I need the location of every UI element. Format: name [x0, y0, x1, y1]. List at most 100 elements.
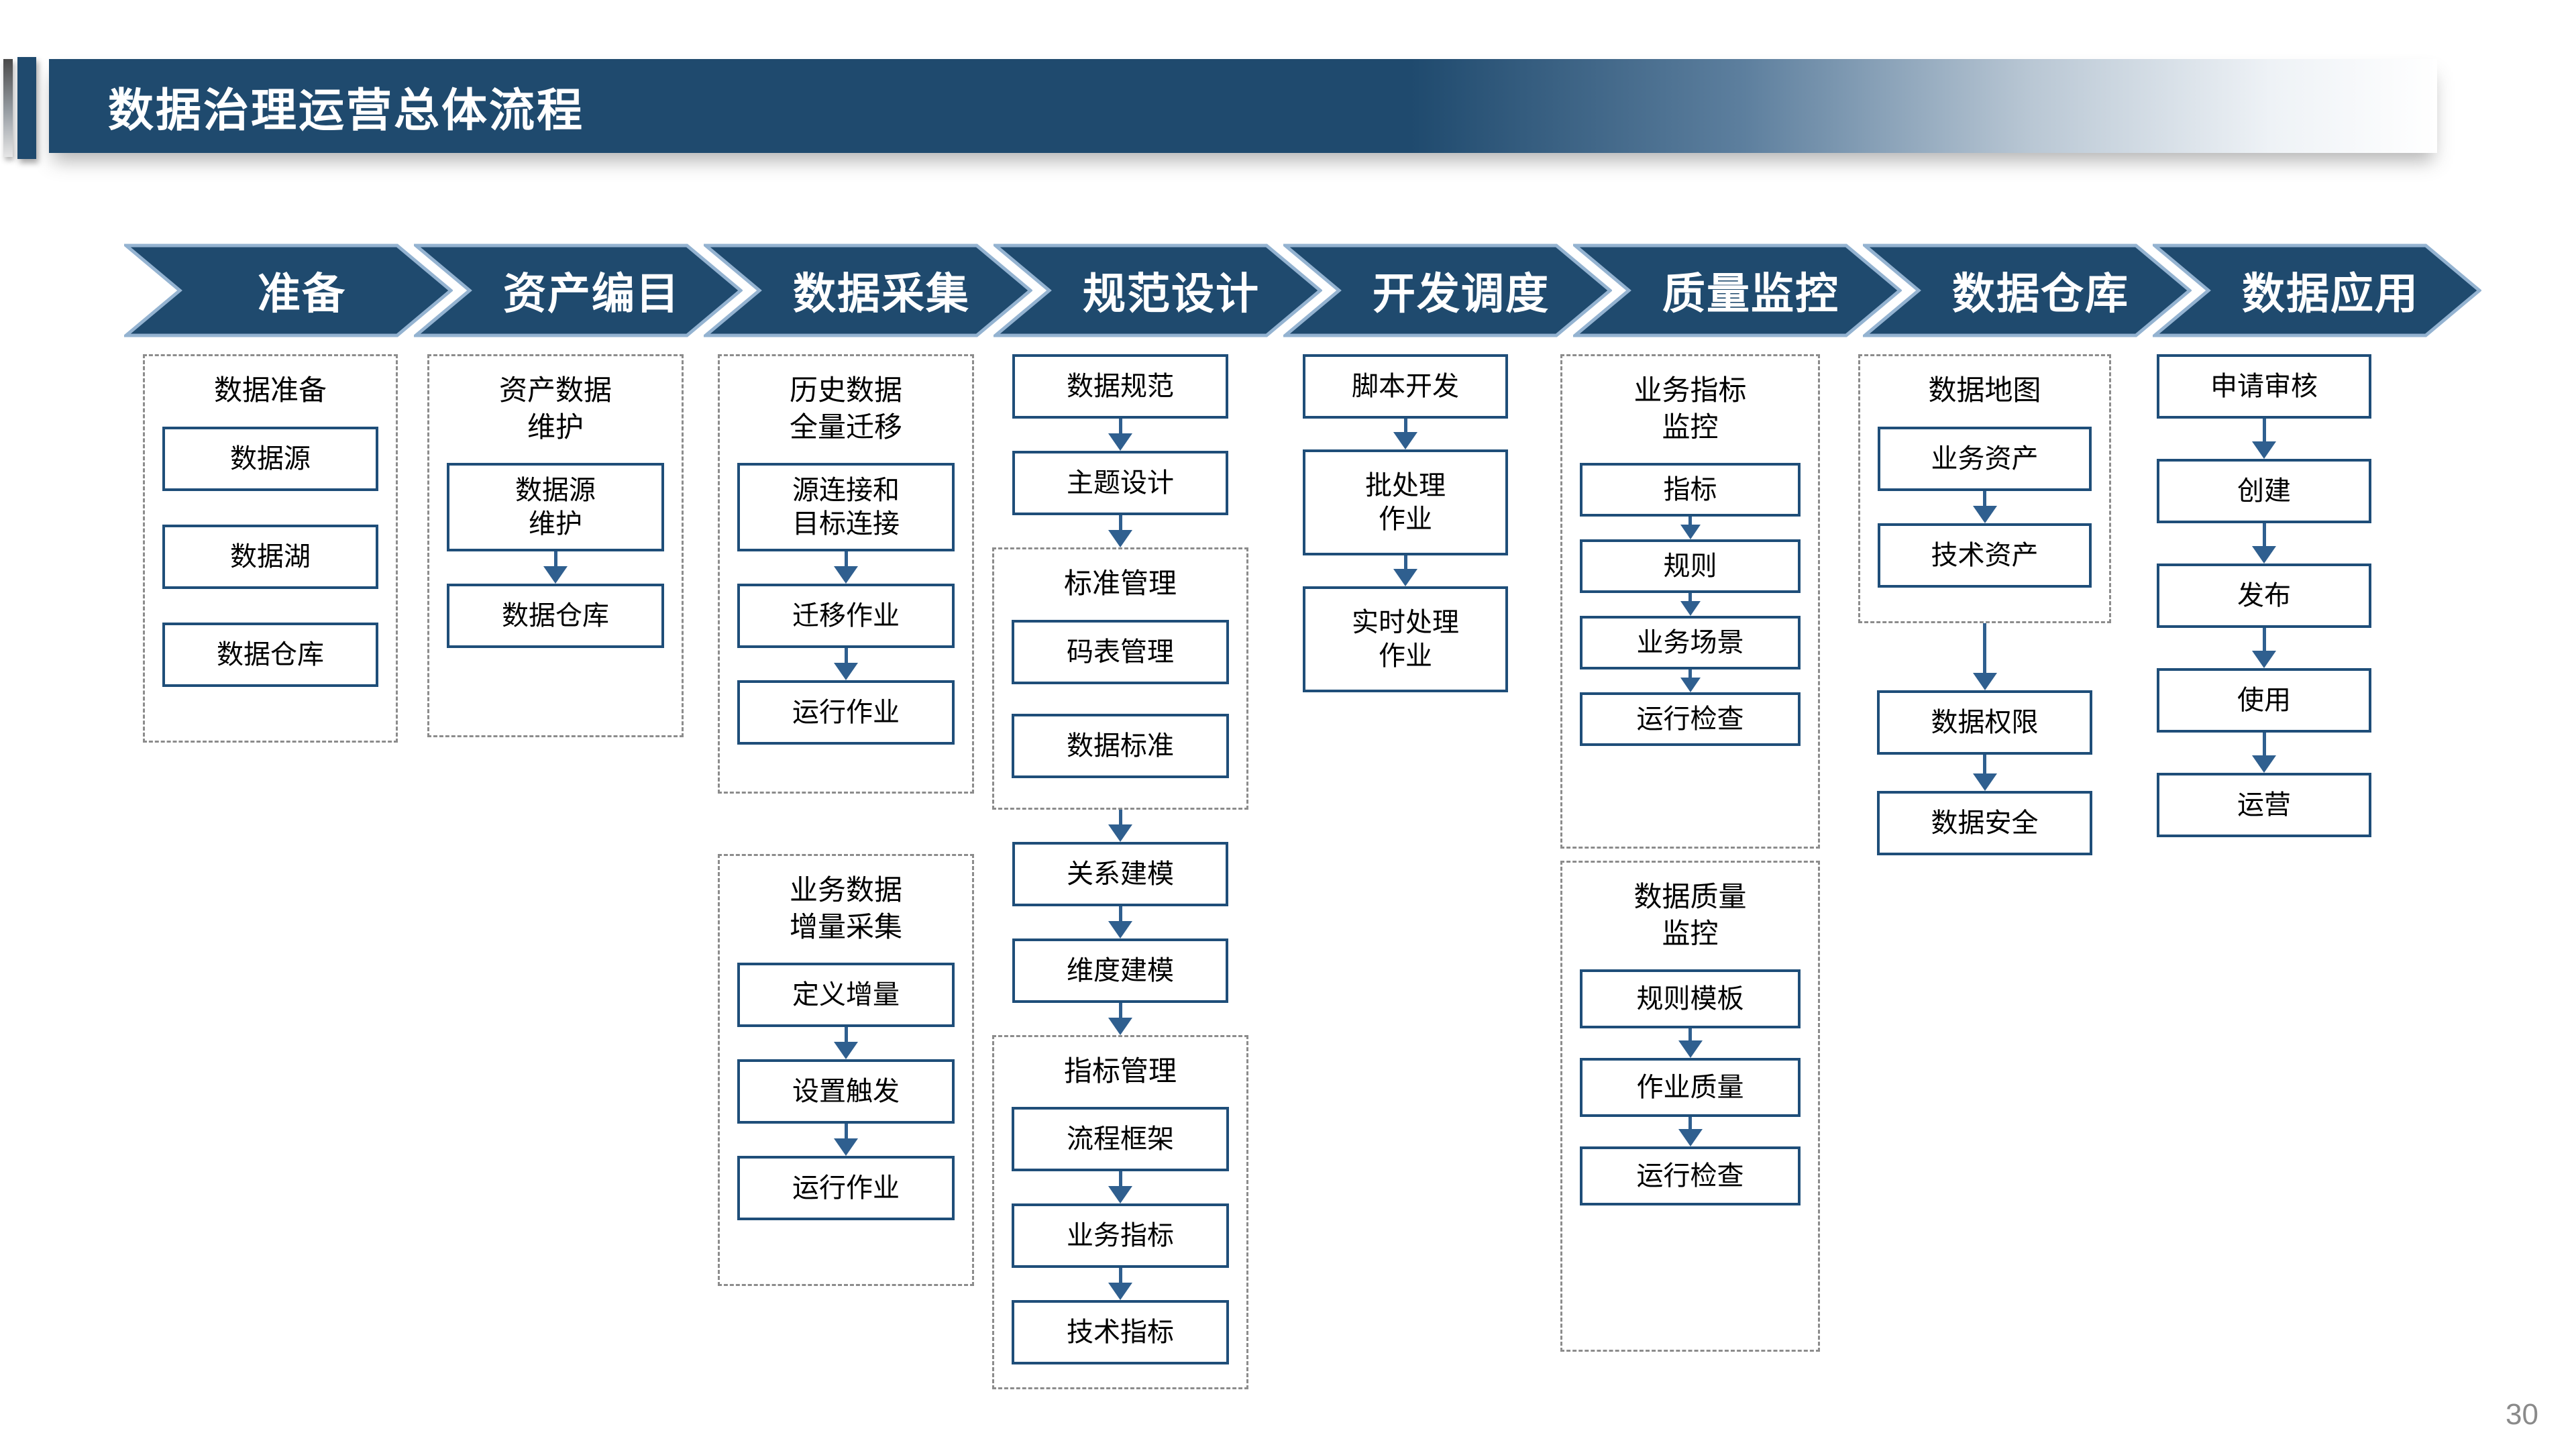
flow-box: 数据湖: [162, 524, 378, 589]
group-standard-management: 标准管理 码表管理 数据标准: [992, 547, 1248, 810]
flow-box: 使用: [2157, 668, 2371, 733]
flow-box: 运营: [2157, 773, 2371, 837]
flow-box: 运行检查: [1580, 692, 1801, 747]
group-data-preparation: 数据准备 数据源 数据湖 数据仓库: [143, 354, 398, 743]
down-arrow: [1562, 517, 1818, 540]
column-data-warehouse: 数据地图 业务资产 技术资产 数据权限 数据安全: [1858, 354, 2111, 855]
stage-label: 质量监控: [1662, 270, 1839, 318]
flow-box: 定义增量: [737, 963, 955, 1028]
column-dev-scheduling: 脚本开发 批处理 作业 实时处理 作业: [1303, 354, 1508, 692]
stage-label: 开发调度: [1373, 270, 1550, 318]
chevron-arrow-shape: [1283, 244, 1612, 337]
flow-box: 关系建模: [1012, 841, 1228, 906]
down-arrow: [992, 419, 1248, 451]
flow-box: 技术指标: [1012, 1300, 1229, 1365]
flow-box: 创建: [2157, 459, 2371, 523]
spacer: [994, 684, 1246, 714]
flow-box: 运行检查: [1580, 1146, 1801, 1206]
group-title: 资产数据 维护: [498, 374, 612, 443]
stage-chevron-quality-monitoring: 质量监控: [1573, 244, 1902, 337]
column-quality-monitoring: 业务指标 监控 指标 规则 业务场景 运行检查 数据质量 监控 规则模板 作业质…: [1560, 354, 1820, 1352]
flow-box: 迁移作业: [737, 584, 955, 649]
flow-box: 规则: [1580, 539, 1801, 594]
flow-box: 技术资产: [1878, 523, 2092, 588]
stage-label: 规范设计: [1083, 270, 1260, 318]
stage-label: 资产编目: [503, 270, 680, 318]
down-arrow: [720, 1124, 972, 1157]
down-arrow: [994, 1268, 1246, 1301]
flow-box: 发布: [2157, 564, 2371, 628]
flow-box: 数据标准: [1012, 713, 1229, 778]
flow-box: 流程框架: [1012, 1107, 1229, 1172]
group-title: 数据准备: [213, 374, 327, 406]
spacer: [145, 491, 396, 525]
stage-label: 数据应用: [2242, 270, 2419, 318]
column-prepare: 数据准备 数据源 数据湖 数据仓库: [143, 354, 398, 743]
stage-chevron-prepare: 准备: [124, 244, 453, 337]
stage-label: 准备: [258, 270, 346, 318]
flow-box: 业务场景: [1580, 616, 1801, 670]
down-arrow: [720, 1027, 972, 1060]
group-historical-full-migration: 历史数据 全量迁移 源连接和 目标连接 迁移作业 运行作业: [718, 354, 974, 794]
flow-box: 业务指标: [1012, 1203, 1229, 1269]
flow-box: 实时处理 作业: [1303, 586, 1508, 692]
stage-label: 数据采集: [793, 270, 970, 318]
stage-chevron-asset-catalog: 资产编目: [414, 244, 743, 337]
group-title: 数据质量 监控: [1633, 881, 1747, 949]
flow-box: 作业质量: [1580, 1058, 1801, 1118]
flow-box: 码表管理: [1012, 619, 1229, 684]
flow-box: 批处理 作业: [1303, 449, 1508, 555]
flow-box: 数据规范: [1012, 354, 1228, 419]
down-arrow: [992, 906, 1248, 938]
down-arrow: [2157, 628, 2371, 668]
down-arrow: [992, 809, 1248, 842]
chevron-arrow-shape: [994, 244, 1322, 337]
flow-box: 数据仓库: [162, 622, 378, 687]
flow-box: 数据权限: [1877, 690, 2092, 755]
down-arrow: [1562, 1117, 1818, 1147]
flow-box: 申请审核: [2157, 354, 2371, 419]
down-arrow: [1562, 669, 1818, 693]
flow-box: 运行作业: [737, 680, 955, 745]
down-arrow: [1562, 593, 1818, 616]
group-title: 历史数据 全量迁移: [789, 374, 902, 443]
flow-box: 业务资产: [1878, 426, 2092, 491]
flow-box: 设置触发: [737, 1059, 955, 1124]
down-arrow: [1303, 419, 1508, 449]
stage-chevron-data-application: 数据应用: [2153, 244, 2481, 337]
down-arrow: [2157, 733, 2371, 773]
chevron-arrow-shape: [1573, 244, 1902, 337]
flow-box: 主题设计: [1012, 451, 1228, 515]
flow-box: 运行作业: [737, 1156, 955, 1221]
accent-bar-solid: [17, 57, 36, 159]
down-arrow: [1858, 754, 2111, 791]
group-data-quality-monitoring: 数据质量 监控 规则模板 作业质量 运行检查: [1560, 861, 1820, 1352]
column-asset-catalog: 资产数据 维护 数据源 维护 数据仓库: [427, 354, 684, 738]
down-arrow: [2157, 523, 2371, 564]
down-arrow: [992, 1002, 1248, 1035]
flow-box: 数据仓库: [447, 584, 664, 649]
group-data-map: 数据地图 业务资产 技术资产: [1858, 354, 2111, 623]
group-title: 标准管理: [1063, 568, 1177, 599]
group-title: 业务数据 增量采集: [789, 874, 902, 943]
down-arrow: [720, 551, 972, 584]
down-arrow: [994, 1171, 1246, 1204]
accent-bar-gradient: [3, 59, 13, 157]
title-bar: 数据治理运营总体流程: [49, 59, 2437, 153]
flow-box: 规则模板: [1580, 969, 1801, 1029]
stage-label: 数据仓库: [1952, 270, 2129, 318]
down-arrow: [1858, 623, 2111, 690]
group-title: 指标管理: [1063, 1055, 1177, 1087]
column-data-collection: 历史数据 全量迁移 源连接和 目标连接 迁移作业 运行作业 业务数据 增量采集 …: [718, 354, 974, 1287]
chevron-arrow-shape: [2153, 244, 2481, 337]
down-arrow: [1562, 1028, 1818, 1059]
chevron-arrow-shape: [704, 244, 1032, 337]
group-indicator-management: 指标管理 流程框架 业务指标 技术指标: [992, 1034, 1248, 1390]
down-arrow: [720, 648, 972, 681]
stage-chevron-dev-scheduling: 开发调度: [1283, 244, 1612, 337]
group-business-incremental-collection: 业务数据 增量采集 定义增量 设置触发 运行作业: [718, 854, 974, 1287]
down-arrow: [2157, 419, 2371, 459]
chevron-arrow-shape: [124, 244, 453, 337]
group-title: 数据地图: [1928, 374, 2041, 406]
